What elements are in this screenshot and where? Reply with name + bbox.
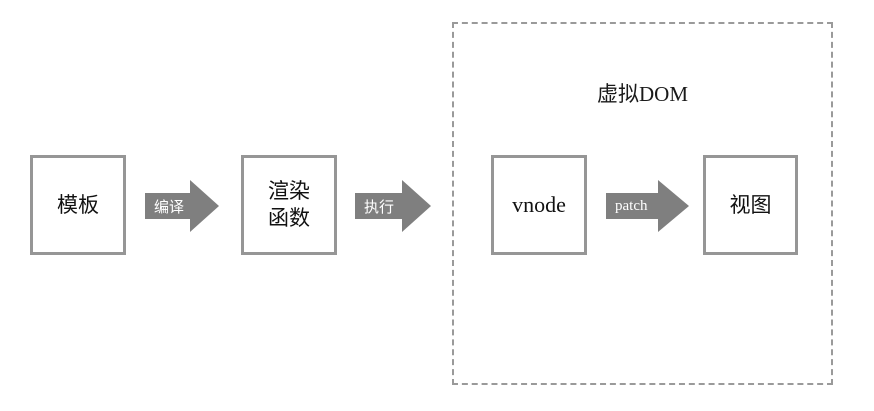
arrow-compile-shape — [145, 180, 219, 232]
node-vnode: vnode — [491, 155, 587, 255]
node-vnode-label: vnode — [512, 191, 566, 217]
arrow-execute-shape — [355, 180, 431, 232]
arrow-patch-shape — [606, 180, 689, 232]
arrow-execute: 执行 — [355, 180, 431, 232]
virtual-dom-group — [452, 22, 833, 385]
node-template-label: 模板 — [57, 192, 99, 217]
node-render-function-label: 渲染 函数 — [268, 179, 310, 230]
node-template: 模板 — [30, 155, 126, 255]
node-view: 视图 — [703, 155, 798, 255]
node-view-label: 视图 — [729, 192, 772, 217]
virtual-dom-group-label: 虚拟DOM — [596, 82, 688, 106]
arrow-patch: patch — [606, 180, 689, 232]
arrow-compile: 编译 — [145, 180, 219, 232]
node-render-function: 渲染 函数 — [241, 155, 337, 255]
